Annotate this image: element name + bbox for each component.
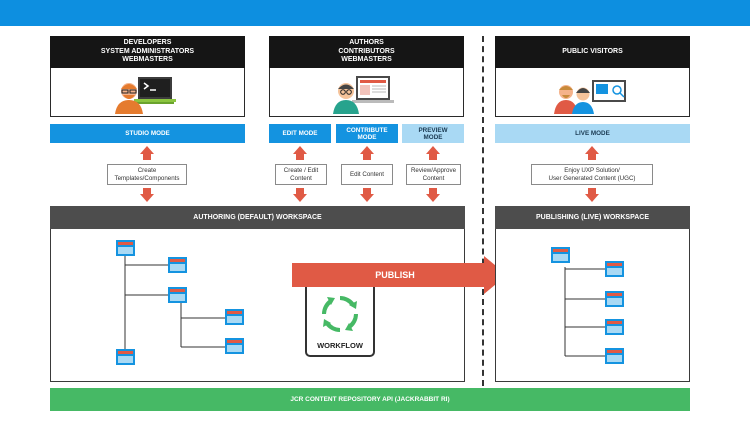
- publish-label: PUBLISH: [375, 270, 415, 280]
- create-templates-label: Create Templates/Components: [107, 164, 187, 185]
- separator-line: [482, 36, 484, 386]
- label-line: Templates/Components: [114, 174, 180, 182]
- authoring-tree: [116, 240, 244, 365]
- up-arrow-icon: [426, 146, 440, 160]
- role-line: AUTHORS: [349, 39, 384, 47]
- author-icon: [333, 76, 394, 114]
- page-icon: [605, 261, 624, 277]
- label-line: Enjoy UXP Solution/: [564, 167, 620, 174]
- create-edit-content-label: Create / Edit Content: [275, 164, 327, 185]
- label-line: Create / Edit: [283, 167, 319, 174]
- up-arrow-icon: [293, 146, 307, 160]
- page-icon: [116, 349, 135, 365]
- live-mode-button[interactable]: LIVE MODE: [495, 124, 690, 143]
- workflow-label: WORKFLOW: [317, 341, 363, 350]
- label-line: Create: [137, 167, 157, 174]
- contribute-mode-button[interactable]: CONTRIBUTE MODE: [336, 124, 398, 143]
- role-line: PUBLIC VISITORS: [562, 47, 623, 55]
- preview-mode-button[interactable]: PREVIEW MODE: [402, 124, 464, 143]
- up-arrow-icon: [360, 146, 374, 160]
- publishing-workspace: [495, 206, 690, 382]
- authors-header: AUTHORS CONTRIBUTORS WEBMASTERS: [269, 36, 464, 68]
- visitors-icon: [554, 80, 626, 114]
- developer-icon: [115, 77, 176, 114]
- mode-line: MODE: [357, 133, 377, 141]
- page-icon: [225, 338, 244, 354]
- workflow-cycle-icon: [321, 295, 359, 333]
- publish-arrow-icon: [292, 256, 507, 294]
- page-icon: [116, 240, 135, 256]
- enjoy-uxp-label: Enjoy UXP Solution/ User Generated Conte…: [531, 164, 653, 185]
- page-icon: [605, 348, 624, 364]
- down-arrow-icon: [293, 188, 307, 202]
- role-line: WEBMASTERS: [122, 56, 173, 64]
- down-arrow-icon: [140, 188, 154, 202]
- top-banner: [0, 0, 750, 26]
- label-line: User Generated Content (UGC): [548, 174, 636, 182]
- page-icon: [605, 291, 624, 307]
- up-arrow-icon: [585, 146, 599, 160]
- role-line: CONTRIBUTORS: [338, 47, 395, 55]
- jcr-repository-bar: JCR CONTENT REPOSITORY API (JACKRABBIT R…: [50, 388, 690, 411]
- down-arrow-icon: [585, 188, 599, 202]
- up-arrow-icon: [140, 146, 154, 160]
- edit-content-label: Edit Content: [341, 164, 393, 185]
- page-icon: [551, 247, 570, 263]
- down-arrow-icon: [426, 188, 440, 202]
- studio-mode-button[interactable]: STUDIO MODE: [50, 124, 245, 143]
- role-line: DEVELOPERS: [123, 39, 172, 47]
- down-arrow-icon: [360, 188, 374, 202]
- public-header: PUBLIC VISITORS: [495, 36, 690, 68]
- page-icon: [225, 309, 244, 325]
- edit-mode-button[interactable]: EDIT MODE: [269, 124, 331, 143]
- page-icon: [168, 257, 187, 273]
- role-line: WEBMASTERS: [341, 56, 392, 64]
- authoring-workspace-header: AUTHORING (DEFAULT) WORKSPACE: [50, 206, 465, 229]
- review-approve-label: Review/Approve Content: [406, 164, 461, 185]
- mode-line: PREVIEW: [418, 126, 448, 134]
- page-icon: [168, 287, 187, 303]
- label-line: Review/Approve: [410, 167, 457, 174]
- developers-header: DEVELOPERS SYSTEM ADMINISTRATORS WEBMAST…: [50, 36, 245, 68]
- mode-line: CONTRIBUTE: [346, 126, 388, 134]
- mode-line: MODE: [423, 133, 443, 141]
- page-icon: [605, 319, 624, 335]
- label-line: Content: [422, 174, 445, 182]
- publishing-workspace-header: PUBLISHING (LIVE) WORKSPACE: [495, 206, 690, 229]
- role-line: SYSTEM ADMINISTRATORS: [100, 47, 195, 55]
- publishing-tree: [551, 247, 624, 364]
- label-line: Content: [290, 174, 312, 182]
